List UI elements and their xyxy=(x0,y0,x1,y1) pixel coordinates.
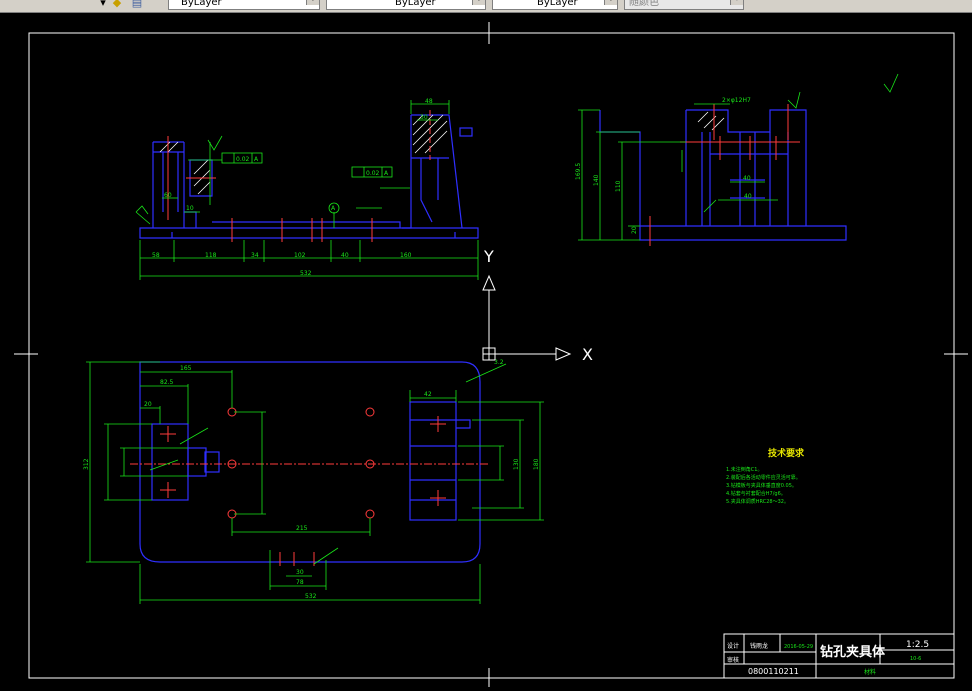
tol-datum-2: A xyxy=(384,170,389,177)
dim-side-40a: 40 xyxy=(743,175,751,182)
dim-front-60: 60 xyxy=(164,192,172,199)
color-select[interactable]: ByLayer ▼ xyxy=(492,0,618,10)
dim-top-total: 532 xyxy=(305,593,317,600)
side-view[interactable]: 169.5 140 110 40 40 20 2×φ12H7 xyxy=(575,91,847,246)
tech-note-line: 5.夹具体调质HRC28～32。 xyxy=(726,498,789,505)
tech-notes: 技术要求 1.未注倒角C1。 2.装配后各活动零件应灵活可靠。 3.钻模板与夹具… xyxy=(726,447,805,505)
dim-side-140: 140 xyxy=(593,174,600,186)
dim-top-20: 20 xyxy=(144,401,152,408)
centering-marks xyxy=(14,22,968,687)
tech-notes-title: 技术要求 xyxy=(768,447,805,459)
tb-scale: 1:2.5 xyxy=(906,640,929,650)
front-dim-labels: 532 58 118 34 102 40 160 48 30 60 10 0.0… xyxy=(152,98,433,277)
datum-a-label: A xyxy=(331,205,336,212)
dim-top-42: 42 xyxy=(424,391,432,398)
dim-top-30: 30 xyxy=(296,569,304,576)
roughness-symbol-icon xyxy=(883,73,899,93)
chevron-down-icon[interactable]: ▼ xyxy=(604,0,617,5)
ucs-x-label: X xyxy=(582,345,593,364)
plotstyle-select[interactable]: 随颜色 ▼ xyxy=(624,0,744,10)
title-block: 设计 钱雨龙 2016-05-29 审核 钻孔夹具体 1:2.5 10-6 08… xyxy=(723,633,955,679)
dim-side-40b: 40 xyxy=(744,193,752,200)
tol-front-1: 0.02 xyxy=(236,156,250,163)
tb-design-label: 设计 xyxy=(727,642,739,650)
tol-front-2: 0.02 xyxy=(366,170,380,177)
layer-stack-icon[interactable]: ◆ xyxy=(112,0,122,9)
lineweight-value: ByLayer xyxy=(395,0,436,8)
properties-toolbar: ▾ ◆ ▤ ByLayer ▼ ByLayer ▼ ByLayer ▼ 随颜色 … xyxy=(0,0,972,13)
dim-top-165: 165 xyxy=(180,365,192,372)
linetype-value: ByLayer xyxy=(181,0,222,8)
dropdown-arrow-icon[interactable]: ▾ xyxy=(100,0,106,9)
dim-front-48: 48 xyxy=(425,98,433,105)
dim-front-10: 10 xyxy=(186,205,194,212)
tb-material-label: 材料 xyxy=(864,668,876,676)
ucs-icon: Y X xyxy=(482,247,593,364)
dim-top-78: 78 xyxy=(296,579,304,586)
tb-check-label: 审核 xyxy=(727,656,739,664)
dim-front-seg: 102 xyxy=(294,252,306,259)
dim-side-1695: 169.5 xyxy=(575,163,582,180)
dim-top-215: 215 xyxy=(296,525,308,532)
dim-front-seg: 160 xyxy=(400,252,412,259)
layer-match-icon[interactable]: ▤ xyxy=(131,0,143,9)
dim-front-seg: 34 xyxy=(251,252,259,259)
tb-design-name: 钱雨龙 xyxy=(750,642,768,650)
plotstyle-value: 随颜色 xyxy=(629,0,659,8)
tech-note-line: 2.装配后各活动零件应灵活可靠。 xyxy=(726,474,801,481)
dim-top-180: 180 xyxy=(533,458,540,470)
dim-front-total: 532 xyxy=(300,270,312,277)
linetype-select[interactable]: ByLayer ▼ xyxy=(168,0,320,10)
roughness-label: 3.2 xyxy=(494,359,504,366)
top-view[interactable]: 532 312 165 82.5 20 215 42 130 180 78 30… xyxy=(83,359,544,604)
dim-top-130: 130 xyxy=(513,458,520,470)
front-view[interactable]: 532 58 118 34 102 40 160 48 30 60 10 0.0… xyxy=(135,98,479,280)
lineweight-select[interactable]: ByLayer ▼ xyxy=(326,0,486,10)
dim-side-20: 20 xyxy=(631,226,638,234)
tb-date: 2016-05-29 xyxy=(784,644,813,650)
dim-front-30: 30 xyxy=(420,114,428,121)
tech-note-line: 1.未注倒角C1。 xyxy=(726,466,762,473)
top-dim-labels: 532 312 165 82.5 20 215 42 130 180 78 30… xyxy=(83,359,540,600)
chevron-down-icon[interactable]: ▼ xyxy=(306,0,319,5)
dim-top-width: 312 xyxy=(83,458,90,470)
drawing-svg[interactable]: 532 58 118 34 102 40 160 48 30 60 10 0.0… xyxy=(0,13,972,687)
drawing-canvas[interactable]: 532 58 118 34 102 40 160 48 30 60 10 0.0… xyxy=(0,13,972,687)
dim-top-825: 82.5 xyxy=(160,379,174,386)
chevron-down-icon[interactable]: ▼ xyxy=(472,0,485,5)
tech-note-line: 4.钻套与衬套配合H7/g6。 xyxy=(726,490,786,497)
dim-side-hole: 2×φ12H7 xyxy=(722,97,751,104)
tb-drawing-name: 钻孔夹具体 xyxy=(820,644,886,660)
dim-front-seg: 118 xyxy=(205,252,217,259)
side-dim-labels: 169.5 140 110 40 40 20 2×φ12H7 xyxy=(575,97,752,234)
tb-student-id: 0800110211 xyxy=(748,667,799,676)
ucs-y-label: Y xyxy=(483,247,494,266)
tb-sheet: 10-6 xyxy=(910,656,921,662)
dim-front-seg: 40 xyxy=(341,252,349,259)
chevron-down-icon[interactable]: ▼ xyxy=(730,0,743,5)
dim-side-110: 110 xyxy=(615,180,622,192)
dim-front-seg: 58 xyxy=(152,252,160,259)
tol-datum-1: A xyxy=(254,156,259,163)
tech-note-line: 3.钻模板与夹具体垂直度0.05。 xyxy=(726,482,797,489)
color-value: ByLayer xyxy=(537,0,578,8)
sheet-border xyxy=(28,32,955,679)
